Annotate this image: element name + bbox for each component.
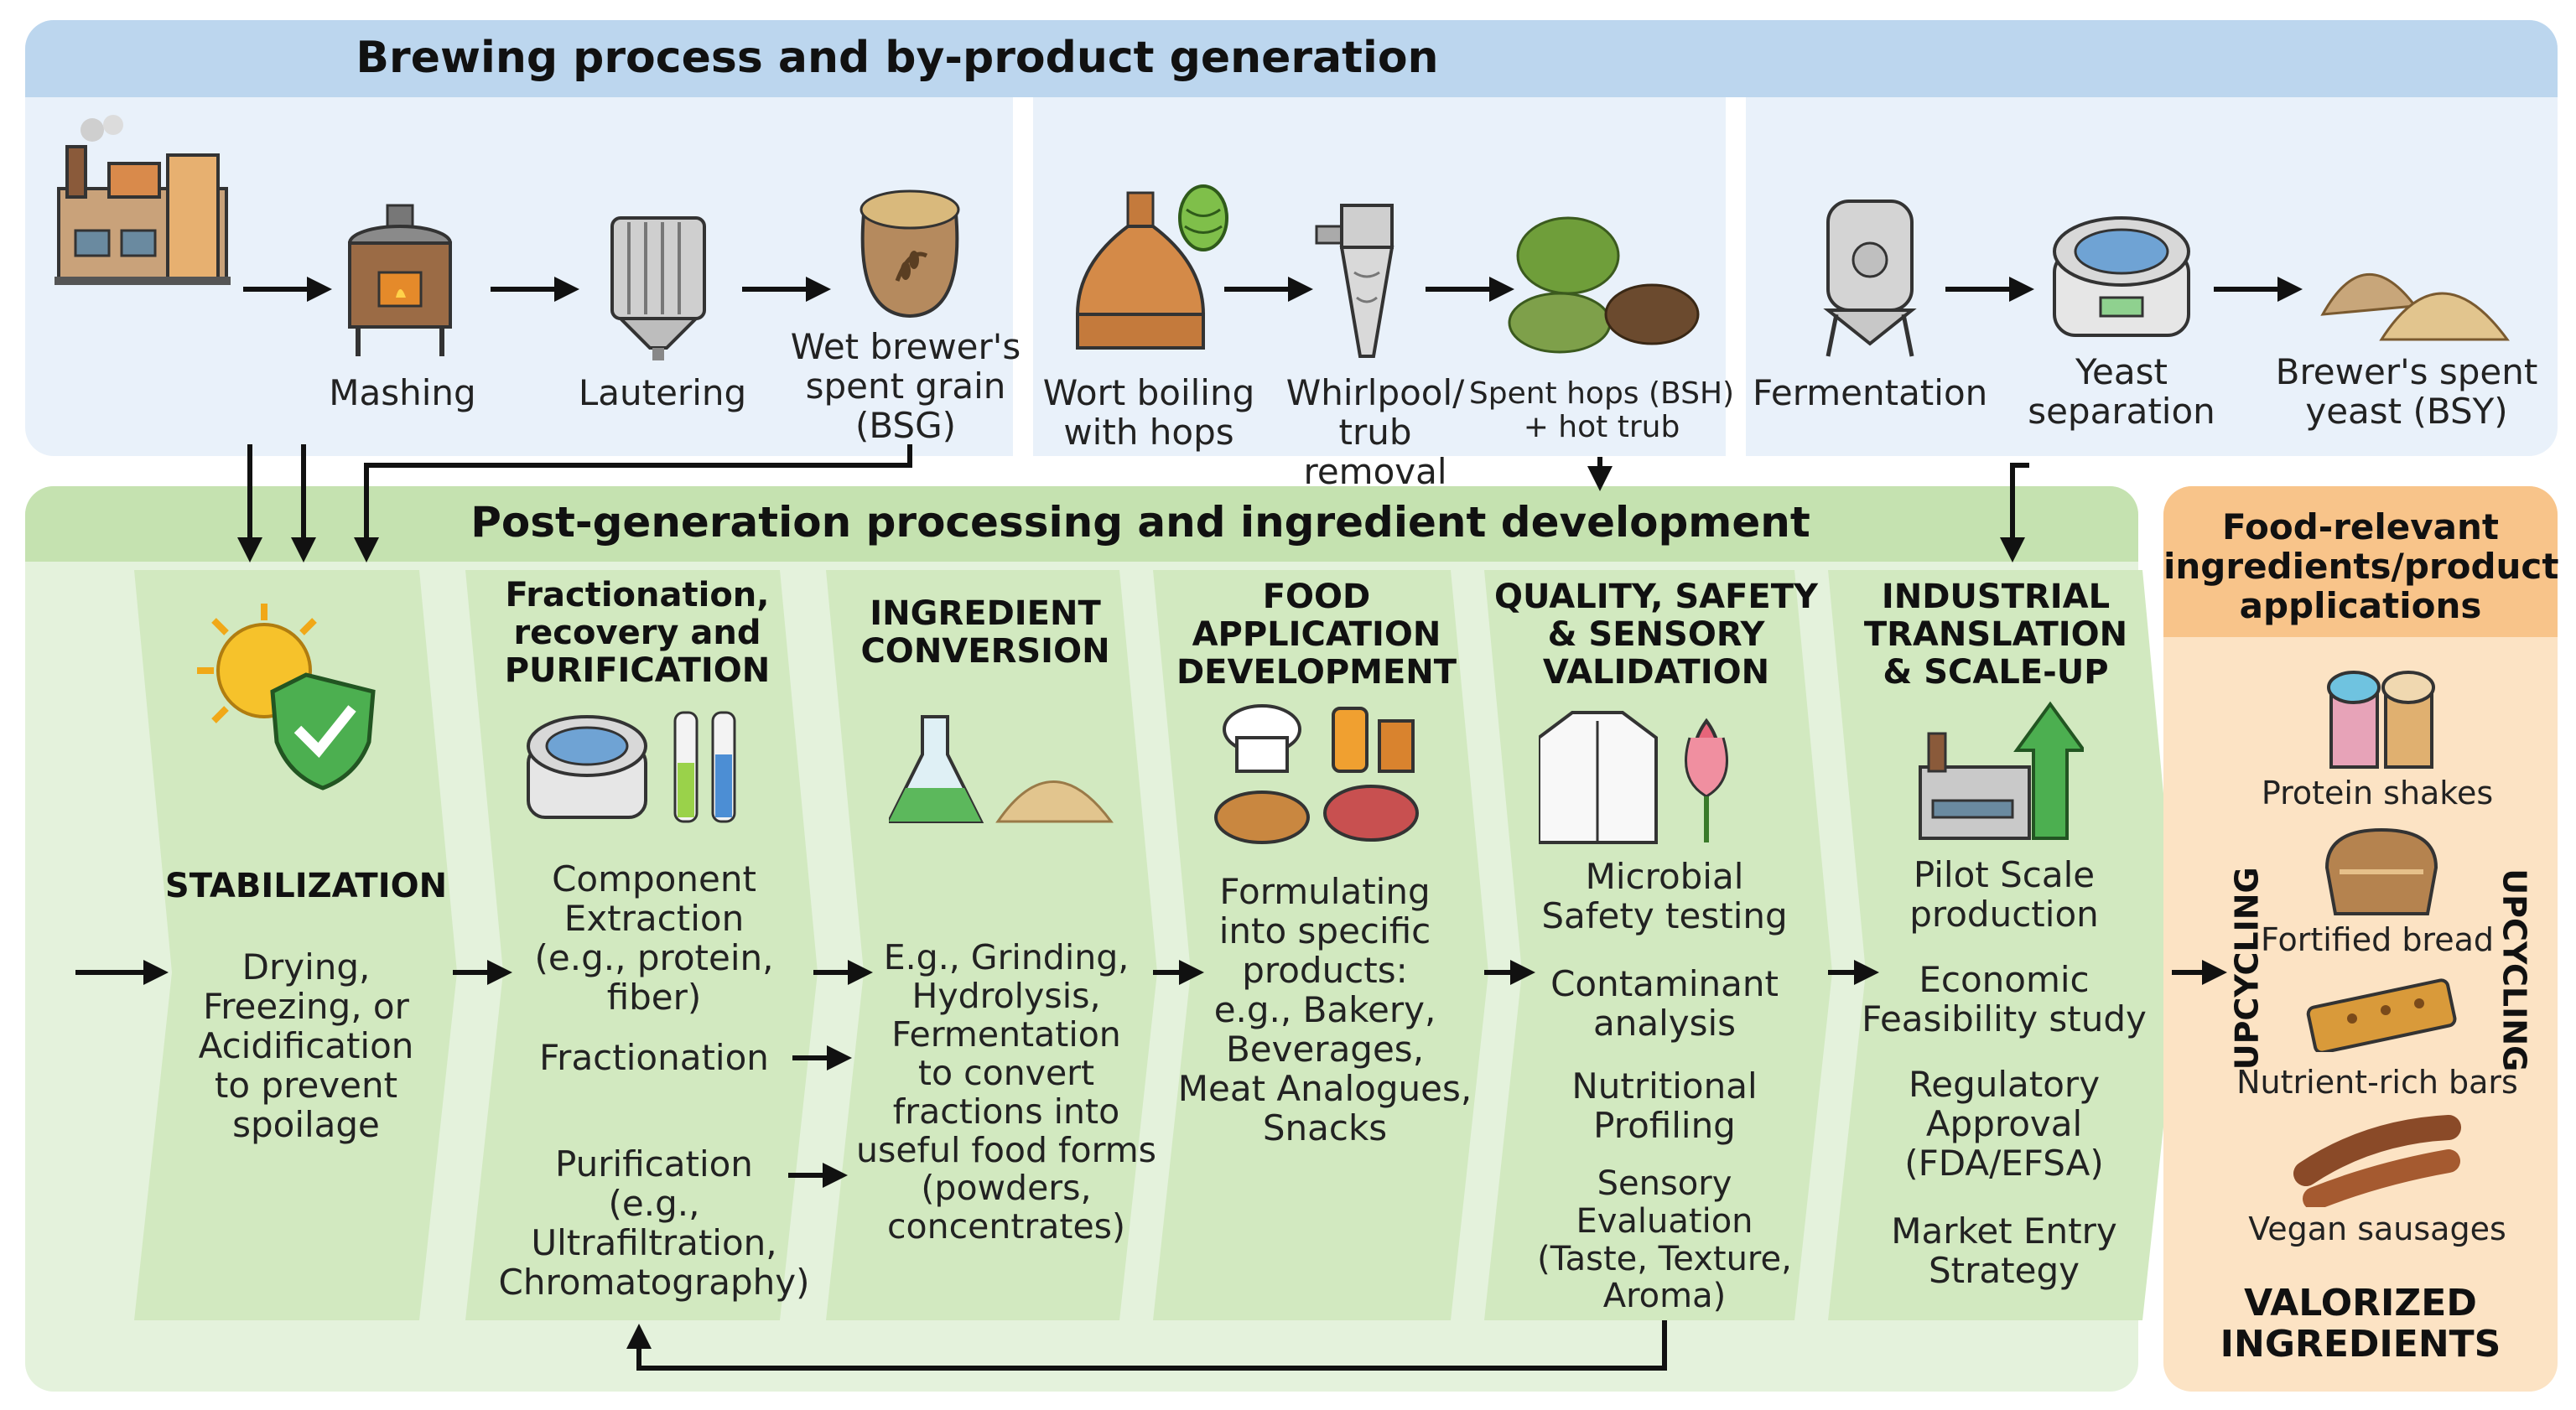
fractionation-item-fractionation: Fractionation	[539, 1037, 769, 1078]
step-label-whirlpool: Whirlpool/ trub removal	[1285, 372, 1465, 493]
brewing-process-title: Brewing process and by-product generatio…	[356, 33, 1439, 83]
quality-item-nutritional: Nutritional Profiling	[1571, 1065, 1758, 1147]
grain-sack-icon	[860, 189, 960, 319]
stage-title-conversion: INGREDIENT CONVERSION	[860, 594, 1110, 671]
factory-icon	[55, 115, 231, 285]
fractionation-item-extraction: Component Extraction (e.g., protein, fib…	[534, 858, 774, 1019]
step-label-wort-boiling: Wort boiling with hops	[1042, 372, 1255, 454]
lauter-tun-icon	[610, 216, 706, 360]
stage-title-food-application: FOOD APPLICATION DEVELOPMENT	[1176, 578, 1457, 692]
sausages-icon	[2293, 1115, 2461, 1207]
spent-hops-icon	[1508, 216, 1700, 354]
fractionation-item-purification: Purification (e.g., Ultrafiltration, Chr…	[498, 1143, 810, 1304]
product-protein-shakes: Protein shakes	[2261, 775, 2494, 811]
stage-title-quality: QUALITY, SAFETY & SENSORY VALIDATION	[1494, 578, 1818, 692]
step-label-bsy: Brewer's spent yeast (BSY)	[2275, 351, 2538, 433]
product-nutrient-bars: Nutrient-rich bars	[2236, 1064, 2518, 1101]
step-label-lautering: Lautering	[578, 372, 747, 413]
step-label-fermentation: Fermentation	[1753, 372, 1988, 413]
brewing-subpanel-divider-2	[1726, 97, 1746, 458]
valorized-footer: VALORIZED INGREDIENTS	[2220, 1282, 2501, 1366]
scale-up-item-market: Market Entry Strategy	[1891, 1210, 2117, 1292]
hop-cone-icon	[1178, 184, 1228, 251]
stage-title-stabilization: STABILIZATION	[164, 867, 448, 905]
mash-tun-icon	[348, 204, 452, 356]
brewing-subpanel-divider-1	[1013, 97, 1033, 458]
stage-title-scale-up: INDUSTRIAL TRANSLATION & SCALE-UP	[1863, 578, 2128, 692]
stage-title-fractionation: Fractionation, recovery and PURIFICATION	[504, 576, 771, 690]
food-icon	[1214, 704, 1419, 844]
flask-powder-icon	[889, 715, 1114, 823]
fermenter-icon	[1823, 200, 1917, 357]
quality-item-microbial: Microbial Safety testing	[1541, 856, 1788, 937]
factory-growth-icon	[1919, 701, 2084, 840]
valorized-panel	[2163, 486, 2558, 1392]
scale-up-item-regulatory: Regulatory Approval (FDA/EFSA)	[1904, 1064, 2104, 1185]
product-vegan-sausages: Vegan sausages	[2248, 1210, 2506, 1247]
step-label-bsg: Wet brewer's spent grain (BSG)	[790, 326, 1021, 447]
arrow-bsg-down	[354, 444, 912, 562]
wort-kettle-icon	[1075, 191, 1206, 350]
step-label-yeast-separation: Yeast separation	[2028, 351, 2215, 433]
arrow-bsy-down	[2000, 463, 2029, 562]
stage-shape-stabilization	[134, 570, 457, 1320]
stabilization-description: Drying, Freezing, or Acidification to pr…	[198, 946, 414, 1146]
arrow-feedback-loop	[626, 1320, 1667, 1371]
centrifuge-tubes-icon	[527, 711, 736, 823]
valorized-title: Food-relevant ingredients/product applic…	[2163, 506, 2559, 627]
sun-shield-icon	[197, 604, 376, 791]
food-application-description: Formulating into specific products: e.g.…	[1177, 871, 1472, 1149]
conversion-description: E.g., Grinding, Hydrolysis, Fermentation…	[855, 937, 1157, 1247]
stage-shape-conversion	[826, 570, 1157, 1320]
step-label-spent-hops: Spent hops (BSH) + hot trub	[1468, 376, 1735, 445]
product-fortified-bread: Fortified bread	[2260, 921, 2495, 958]
quality-item-sensory: Sensory Evaluation (Taste, Texture, Arom…	[1537, 1164, 1792, 1316]
scale-up-item-economic: Economic Feasibility study	[1862, 959, 2147, 1040]
shakes-icon	[2327, 671, 2435, 769]
valorized-header-bar	[2163, 486, 2558, 637]
yeast-pile-icon	[2320, 273, 2510, 341]
whirlpool-icon	[1315, 204, 1394, 358]
quality-item-contaminant: Contaminant analysis	[1550, 963, 1779, 1045]
post-generation-title: Post-generation processing and ingredien…	[470, 498, 1810, 547]
scale-up-item-pilot: Pilot Scale production	[1909, 854, 2099, 936]
stage-shape-scale-up	[1828, 570, 2180, 1320]
lab-coat-flower-icon	[1539, 711, 1728, 844]
step-label-mashing: Mashing	[329, 372, 476, 413]
brewing-process-header-bar	[25, 20, 2558, 97]
centrifuge-icon	[2053, 216, 2190, 337]
bars-icon	[2306, 978, 2457, 1052]
bread-icon	[2324, 827, 2438, 915]
